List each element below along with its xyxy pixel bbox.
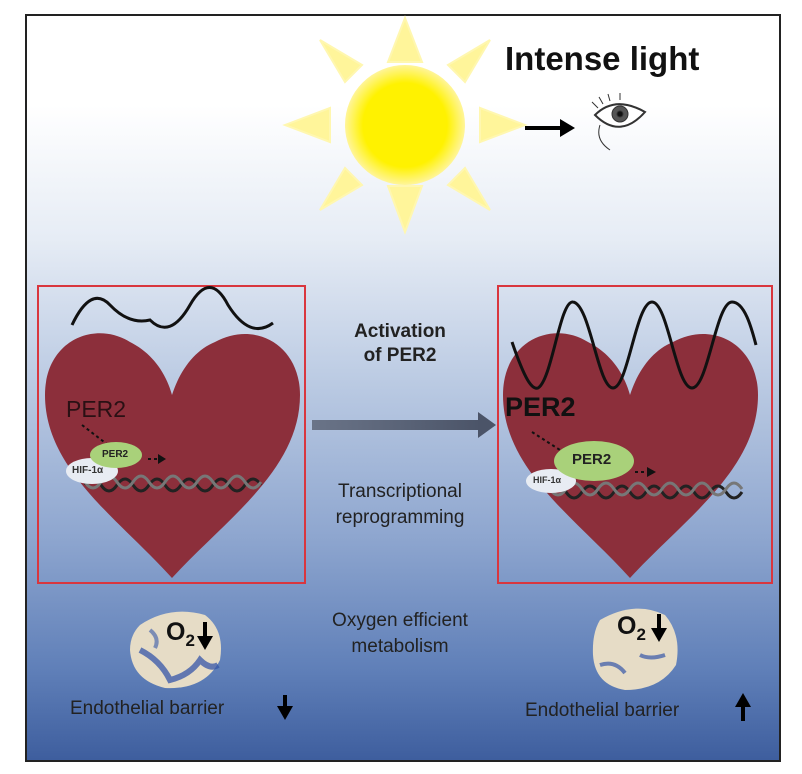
left-panel-box	[37, 285, 306, 584]
hif1a-ellipse-right	[526, 469, 576, 493]
transition-arrow	[312, 412, 496, 438]
o2-symbol: O	[166, 618, 186, 646]
o2-label-left: O2	[166, 618, 195, 651]
rhythm-wave-right	[510, 300, 758, 390]
o2-label-right: O2	[617, 612, 646, 645]
barrier-up-arrow	[735, 693, 751, 721]
arrow-right-icon	[525, 119, 575, 137]
oxygen-label: Oxygen efficient metabolism	[300, 608, 500, 660]
oxygen-line2: metabolism	[351, 636, 449, 657]
dna-left-strand	[83, 474, 263, 490]
o2-down-arrow-left	[197, 622, 213, 650]
per2-protein-label-right: PER2	[572, 451, 612, 468]
barrier-down-arrow	[277, 695, 293, 720]
tissue-sample-left	[130, 611, 221, 689]
per2-protein-left	[90, 442, 142, 468]
arrowhead-right	[647, 467, 656, 477]
oxygen-line1: Oxygen efficient	[332, 610, 468, 631]
activation-line2: of PER2	[363, 345, 437, 366]
rhythm-wave-left	[70, 286, 274, 330]
transcription-line2: reprogramming	[335, 507, 465, 528]
activation-line1: Activation	[354, 321, 446, 342]
o2-symbol: O	[617, 612, 637, 640]
right-panel-box	[497, 285, 773, 584]
dna-left	[83, 477, 263, 493]
o2-down-arrow-right	[651, 614, 667, 642]
hif1a-label-left: HIF-1α	[72, 465, 104, 476]
per2-protein-right	[554, 441, 634, 481]
sun-icon	[282, 15, 528, 235]
barrier-label-right: Endothelial barrier	[525, 700, 680, 721]
arrowhead-left	[158, 454, 166, 464]
barrier-label-left: Endothelial barrier	[70, 698, 225, 719]
per2-gene-label-left: PER2	[66, 396, 127, 422]
transcription-line1: Transcriptional	[338, 481, 462, 502]
per2-protein-label-left: PER2	[102, 449, 129, 460]
per2-gene-label-right: PER2	[505, 392, 576, 422]
eye-icon	[591, 93, 647, 151]
o2-subscript: 2	[636, 625, 646, 644]
heart-left	[45, 333, 300, 578]
transcription-label: Transcriptional reprogramming	[305, 479, 495, 531]
intense-light-title: Intense light	[505, 40, 700, 77]
activation-label: Activation of PER2	[320, 320, 480, 368]
dna-right-strand	[548, 481, 744, 497]
o2-subscript: 2	[185, 631, 195, 650]
dna-right	[548, 484, 744, 500]
hif1a-label-right: HIF-1α	[533, 475, 562, 485]
